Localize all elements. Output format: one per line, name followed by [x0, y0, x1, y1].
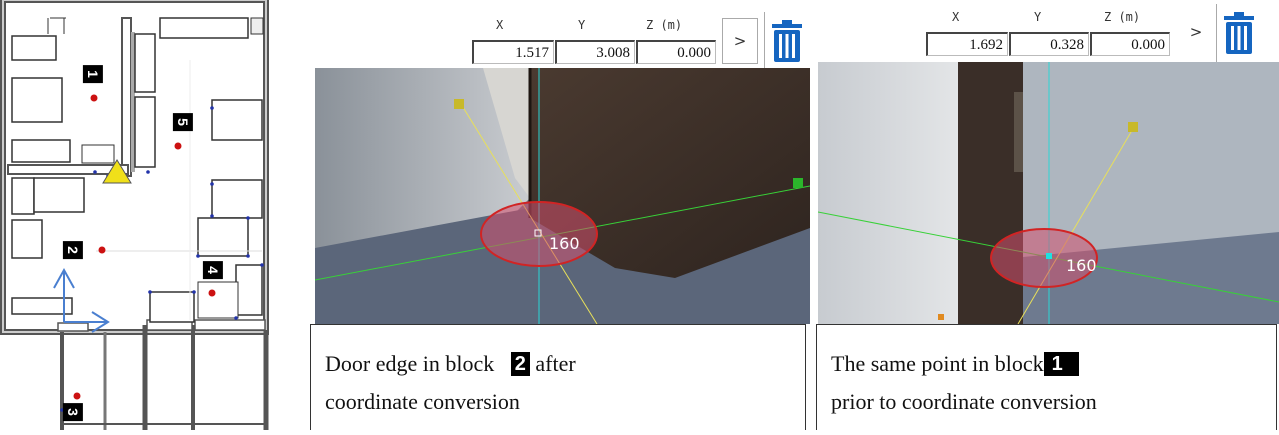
- block-badge: 2: [510, 352, 530, 376]
- delete-button[interactable]: [764, 12, 808, 70]
- caption-line2: prior to coordinate conversion: [831, 389, 1097, 414]
- camera-image-right: [818, 62, 1279, 324]
- y-field[interactable]: 0.328: [1009, 32, 1089, 56]
- axis-arrows: [53, 267, 110, 333]
- coordinate-panel-right: X Y Z (m) 1.692 0.328 0.000 >: [924, 0, 1279, 70]
- caption-line1-after: after: [535, 351, 576, 376]
- z-field[interactable]: 0.000: [1090, 32, 1170, 56]
- z-header: Z (m): [646, 18, 683, 32]
- block-label-4: 4: [202, 261, 223, 279]
- z-header: Z (m): [1104, 10, 1141, 24]
- caption-line1-before: Door edge in block: [325, 351, 495, 376]
- angle-ellipse: [480, 201, 598, 267]
- caption-line1-before: The same point in block: [831, 351, 1044, 376]
- block-label-2: 2: [62, 241, 83, 259]
- y-header: Y: [1034, 10, 1042, 24]
- x-field[interactable]: 1.517: [472, 40, 554, 64]
- y-field[interactable]: 3.008: [555, 40, 635, 64]
- trash-icon: [1224, 12, 1254, 54]
- block-badge: 1: [1043, 352, 1079, 376]
- x-header: X: [496, 18, 504, 32]
- caption-line2: coordinate conversion: [325, 389, 520, 414]
- yellow-handle: [1128, 122, 1138, 132]
- camera-view-left[interactable]: 160: [315, 68, 810, 324]
- go-button[interactable]: >: [1178, 10, 1214, 56]
- floor-plan: 1 5 2 4 3: [0, 0, 290, 430]
- angle-ellipse: [990, 228, 1098, 288]
- block-label-1: 1: [82, 65, 103, 83]
- yellow-handle: [454, 99, 464, 109]
- floor-plan-drawing: [0, 0, 269, 430]
- x-field[interactable]: 1.692: [926, 32, 1008, 56]
- caption-left: Door edge in block 2 after coordinate co…: [310, 324, 806, 430]
- green-handle: [793, 178, 803, 188]
- camera-view-right[interactable]: 160: [818, 62, 1279, 324]
- angle-label: 160: [1066, 256, 1097, 275]
- coordinate-panel-left: X Y Z (m) 1.517 3.008 0.000 >: [470, 0, 810, 70]
- trash-icon: [772, 20, 802, 62]
- camera-image-left: [315, 68, 810, 324]
- angle-label: 160: [549, 234, 580, 253]
- camera-position-marker: [102, 159, 132, 184]
- go-button[interactable]: >: [722, 18, 758, 64]
- x-header: X: [952, 10, 960, 24]
- y-header: Y: [578, 18, 586, 32]
- delete-button[interactable]: [1216, 4, 1260, 62]
- block-label-5: 5: [172, 113, 193, 131]
- block-label-3: 3: [62, 403, 83, 421]
- z-field[interactable]: 0.000: [636, 40, 716, 64]
